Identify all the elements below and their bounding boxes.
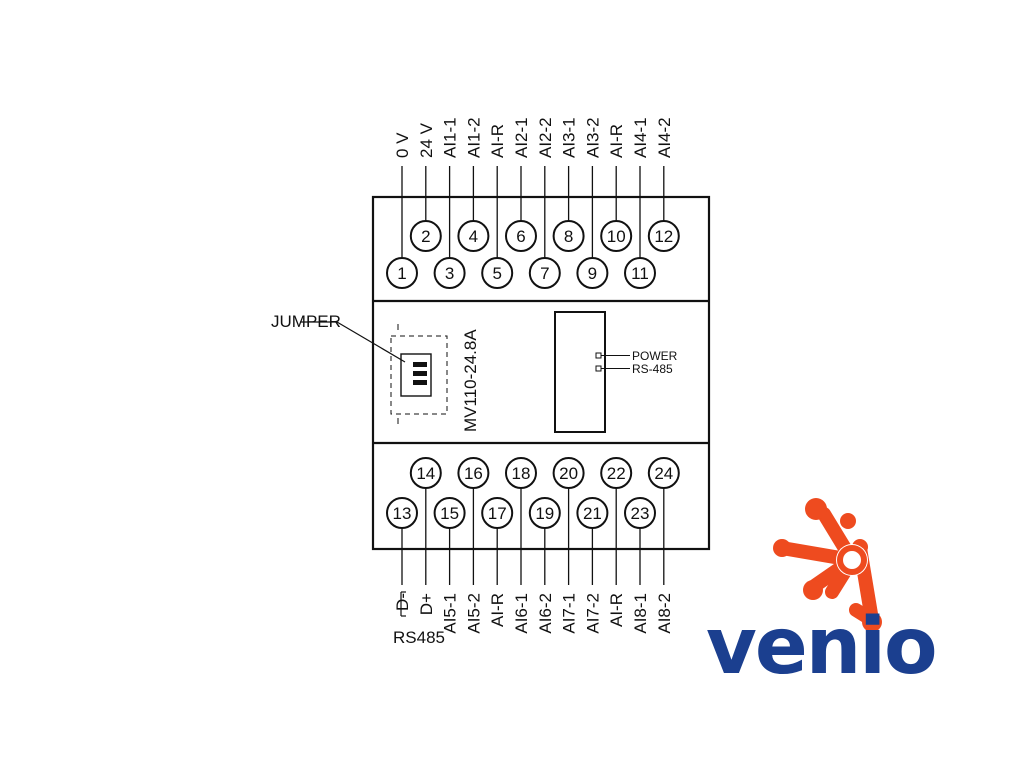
terminal-number: 8	[564, 227, 573, 246]
terminal-number: 20	[559, 464, 578, 483]
terminal-label: AI8-1	[631, 593, 650, 634]
jumper-leader-line	[336, 321, 406, 363]
terminal-13	[386, 497, 418, 529]
terminal-18	[505, 457, 537, 489]
molecule-node	[773, 539, 791, 557]
terminal-number: 15	[440, 504, 459, 523]
dip-switch-lever	[413, 371, 427, 376]
terminal-number: 3	[445, 264, 454, 283]
terminal-24	[647, 457, 680, 489]
terminal-label: AI1-1	[441, 117, 460, 158]
terminal-label: AI2-2	[536, 117, 555, 158]
terminal-label: 24 V	[417, 122, 436, 158]
terminal-label: AI5-2	[464, 593, 483, 634]
terminal-number: 22	[607, 464, 626, 483]
terminal-label: D-	[393, 593, 412, 611]
terminal-7	[528, 257, 561, 289]
rs485-label: RS485	[393, 628, 445, 647]
terminal-number: 18	[512, 464, 531, 483]
terminal-19	[528, 497, 561, 529]
terminal-number: 21	[583, 504, 602, 523]
terminal-label: 0 V	[393, 132, 412, 158]
terminal-8	[552, 220, 585, 252]
jumper-label: JUMPER	[271, 312, 341, 331]
terminal-3	[433, 257, 466, 289]
terminal-number: 12	[654, 227, 673, 246]
terminal-number: 16	[464, 464, 483, 483]
terminal-label: AI4-2	[655, 117, 674, 158]
molecule-node	[805, 498, 827, 520]
model-label: MV110-24.8A	[461, 329, 480, 432]
power-indicator-label: POWER	[632, 349, 678, 363]
terminal-label: AI7-2	[583, 593, 602, 634]
terminal-label: AI5-1	[441, 593, 460, 634]
terminal-label: AI-R	[488, 124, 507, 158]
brand-wordmark: venio	[706, 602, 936, 692]
terminal-6	[505, 220, 537, 252]
terminal-23	[624, 497, 656, 529]
terminal-1	[386, 257, 418, 289]
terminal-21	[576, 497, 609, 529]
terminal-number: 1	[397, 264, 406, 283]
terminal-label: AI8-2	[655, 593, 674, 634]
module-body: JUMPER MV110-24.8A POWER RS-485 RS485	[271, 195, 711, 647]
terminal-number: 4	[469, 227, 478, 246]
dip-switch-lever	[413, 362, 427, 367]
molecule-hub-ring	[837, 545, 867, 575]
terminal-9	[576, 257, 609, 289]
rs485-indicator-label: RS-485	[632, 362, 673, 376]
terminal-label: AI-R	[488, 593, 507, 627]
terminal-label: AI3-1	[560, 117, 579, 158]
terminal-label: AI6-1	[512, 593, 531, 634]
terminal-5	[481, 257, 514, 289]
terminal-label: AI1-2	[464, 117, 483, 158]
terminal-number: 13	[393, 504, 412, 523]
terminal-number: 14	[416, 464, 435, 483]
terminal-label: AI7-1	[560, 593, 579, 634]
terminal-20	[552, 457, 585, 489]
terminal-number: 2	[421, 227, 430, 246]
terminal-label: AI4-1	[631, 117, 650, 158]
terminal-16	[457, 457, 490, 489]
display-window	[554, 311, 606, 433]
terminal-number: 11	[631, 264, 649, 283]
terminal-label: AI6-2	[536, 593, 555, 634]
terminal-number: 7	[540, 264, 549, 283]
terminal-number: 23	[631, 504, 650, 523]
molecule-node	[862, 612, 882, 632]
jumper-area-outline	[390, 335, 448, 415]
dip-switch-lever	[413, 380, 427, 385]
molecule-node	[840, 513, 856, 529]
terminal-label: AI2-1	[512, 117, 531, 158]
terminal-17	[481, 497, 514, 529]
terminal-number: 5	[492, 264, 501, 283]
terminal-label: AI3-2	[583, 117, 602, 158]
terminal-number: 6	[516, 227, 525, 246]
terminal-label: AI-R	[607, 593, 626, 627]
terminal-22	[600, 457, 633, 489]
terminal-11	[624, 257, 656, 289]
terminal-number: 19	[535, 504, 554, 523]
brand-logo: venio	[706, 498, 938, 692]
terminal-2	[409, 220, 442, 252]
terminal-number: 17	[488, 504, 507, 523]
terminal-12	[647, 220, 680, 252]
terminal-number: 24	[654, 464, 673, 483]
terminal-label: D+	[417, 593, 436, 615]
terminal-number: 9	[588, 264, 597, 283]
terminal-14	[409, 457, 442, 489]
terminal-4	[457, 220, 490, 252]
molecule-icon	[773, 498, 882, 632]
terminal-15	[433, 497, 466, 529]
terminal-label: AI-R	[607, 124, 626, 158]
terminal-number: 10	[607, 227, 626, 246]
terminal-10	[600, 220, 633, 252]
molecule-node	[803, 580, 823, 600]
